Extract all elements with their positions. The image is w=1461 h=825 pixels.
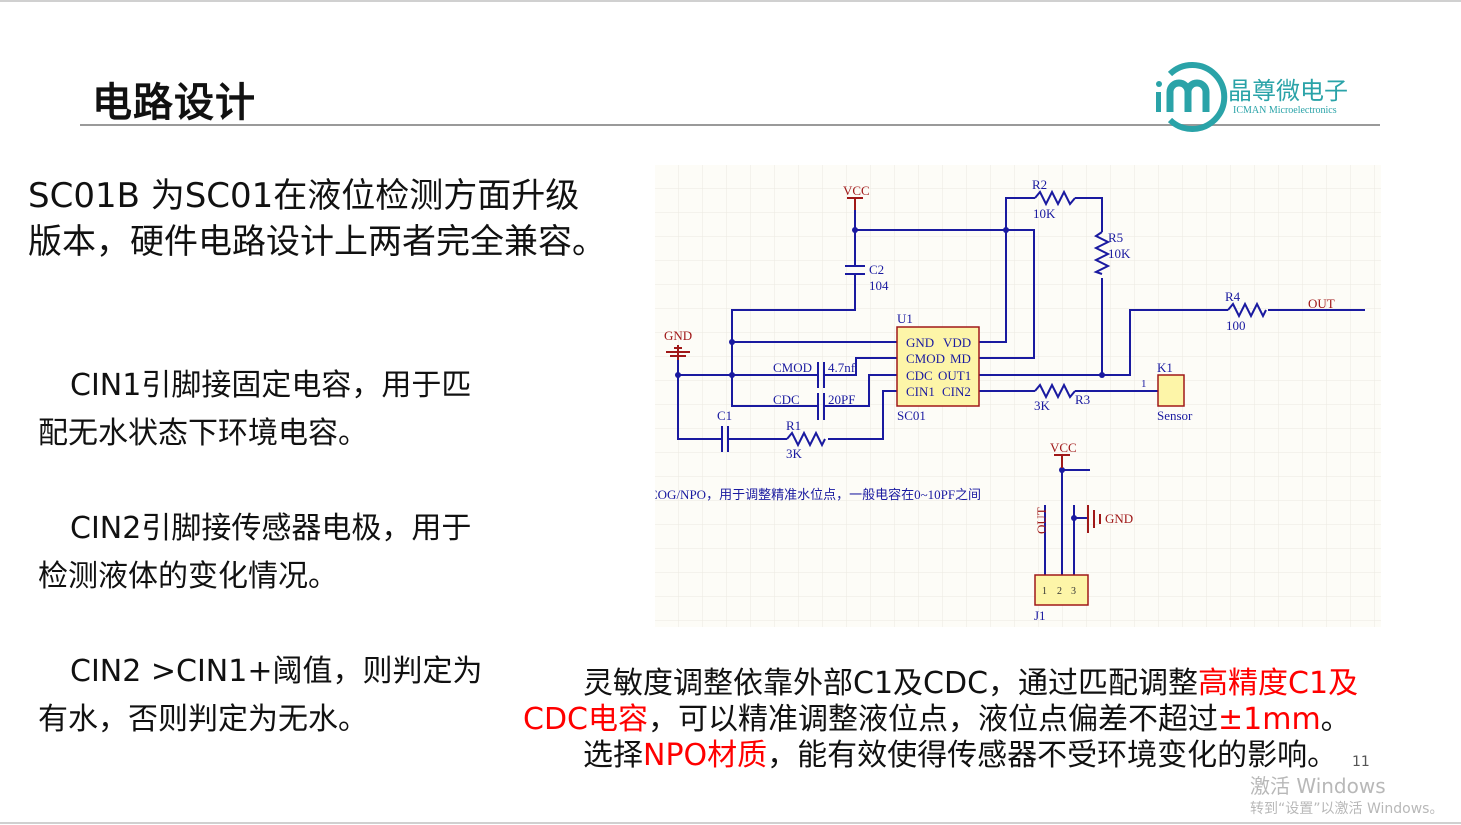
r3-value: 3K (1034, 398, 1051, 413)
pin-cin1: CIN1 (906, 384, 935, 399)
note-line-2: CDC电容，可以精准调整液位点，液位点偏差不超过±1mm。 (523, 702, 1351, 737)
pin-cmod: CMOD (906, 351, 945, 366)
top-border (0, 0, 1461, 2)
activation-watermark-title: 激活 Windows (1250, 774, 1386, 798)
u1-type: SC01 (897, 408, 926, 423)
r1-label: R1 (786, 418, 801, 433)
pin-cdc: CDC (906, 368, 933, 383)
junctions (675, 227, 1105, 521)
resistor-r1 (786, 430, 826, 448)
r3-label: R3 (1075, 392, 1090, 407)
point-cin2-line-2: 检测液体的变化情况。 (38, 559, 338, 594)
cmod-value: 4.7nf (828, 360, 856, 375)
slide-title: 电路设计 (92, 80, 256, 126)
c2-label: C2 (869, 262, 884, 277)
pin-vdd: VDD (943, 335, 971, 350)
page-number: 11 (1352, 754, 1370, 770)
r4-value: 100 (1226, 318, 1246, 333)
capacitor-cmod (817, 362, 825, 388)
r1-value: 3K (786, 446, 803, 461)
power-symbols (666, 197, 1101, 533)
out-label: OUT (1308, 296, 1335, 311)
j1-out-label: OUT (1034, 507, 1049, 534)
vcc-label-2: VCC (1050, 440, 1077, 455)
svg-text:ICMAN Microelectronics: ICMAN Microelectronics (1233, 105, 1337, 116)
point-cin1-line-2: 配无水状态下环境电容。 (38, 416, 368, 451)
gnd-label-2: GND (1105, 511, 1133, 526)
r2-label: R2 (1032, 177, 1047, 192)
vcc-label: VCC (843, 183, 870, 198)
j1-label: J1 (1034, 608, 1046, 623)
gnd-label: GND (664, 328, 692, 343)
resistor-r4 (1227, 301, 1267, 319)
c2-value: 104 (869, 278, 889, 293)
cdc-value: 20PF (828, 392, 855, 407)
point-rule-line-2: 有水，否则判定为无水。 (38, 702, 368, 737)
chip-u1 (896, 326, 980, 407)
bottom-border (0, 822, 1461, 824)
j1-pin-3: 3 (1071, 586, 1076, 597)
pin-out1: OUT1 (938, 368, 971, 383)
r5-label: R5 (1108, 230, 1123, 245)
note-line-3: 选择NPO材质，能有效使得传感器不受环境变化的影响。 (583, 738, 1338, 773)
circuit-schematic: VCC VCC GND GND OUT OUT R2 10K R5 10K C2… (655, 165, 1381, 631)
r5-value: 10K (1108, 246, 1131, 261)
resistor-r3 (1034, 382, 1076, 400)
capacitor-annotation: COG/NPO，用于调整精准水位点，一般电容在0~10PF之间 (655, 487, 981, 502)
note-line-1: 灵敏度调整依靠外部C1及CDC，通过匹配调整高精度C1及 (583, 666, 1359, 701)
k1-pin: 1 (1141, 378, 1147, 390)
cdc-label: CDC (773, 392, 800, 407)
cmod-label: CMOD (773, 360, 812, 375)
u1-label: U1 (897, 311, 913, 326)
connector-j1 (1034, 574, 1089, 606)
sensor-k1 (1157, 374, 1185, 407)
capacitor-c2 (845, 265, 865, 275)
svg-text:晶尊微电子: 晶尊微电子 (1228, 78, 1348, 105)
activation-watermark-subtitle: 转到“设置”以激活 Windows。 (1250, 801, 1444, 817)
pin-gnd: GND (906, 335, 934, 350)
j1-pin-1: 1 (1042, 586, 1047, 597)
point-cin2-line-1: CIN2引脚接传感器电极，用于 (70, 511, 472, 546)
sensor-label: Sensor (1157, 408, 1193, 423)
point-rule-line-1: CIN2 >CIN1+阈值，则判定为 (70, 654, 483, 689)
pin-cin2: CIN2 (942, 384, 971, 399)
capacitor-cdc (817, 393, 825, 420)
resistor-r5 (1093, 231, 1111, 275)
pin-md: MD (950, 351, 971, 366)
capacitor-c1 (721, 426, 729, 452)
resistor-r2 (1034, 189, 1076, 207)
r4-label: R4 (1225, 289, 1241, 304)
point-cin1-line-1: CIN1引脚接固定电容，用于匹 (70, 368, 472, 403)
c1-label: C1 (717, 408, 732, 423)
j1-pin-2: 2 (1057, 586, 1062, 597)
intro-line-2: 版本，硬件电路设计上两者完全兼容。 (28, 222, 606, 262)
r2-value: 10K (1033, 206, 1056, 221)
intro-line-1: SC01B 为SC01在液位检测方面升级 (28, 176, 580, 216)
k1-label: K1 (1157, 360, 1173, 375)
title-divider (80, 124, 1380, 126)
company-logo: 晶尊微电子 ICMAN Microelectronics (1150, 62, 1375, 136)
